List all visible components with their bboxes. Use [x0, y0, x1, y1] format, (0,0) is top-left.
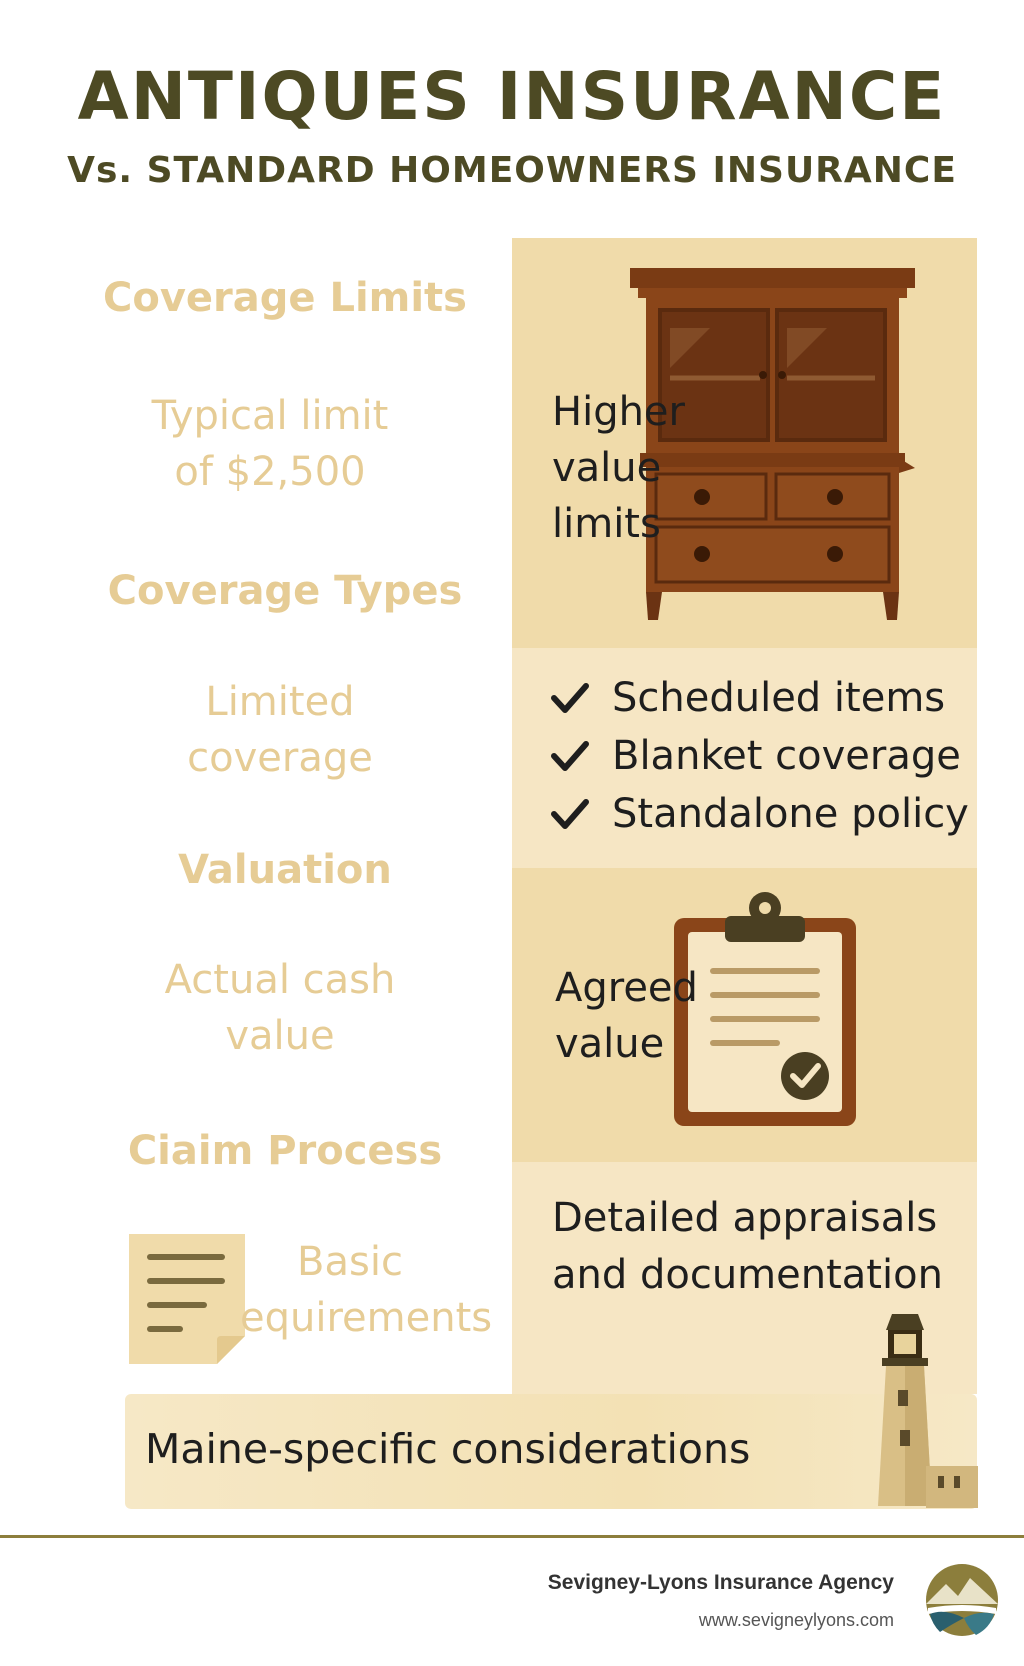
valuation-right-line-1: Agreed: [555, 965, 698, 1011]
cabinet-icon: [630, 268, 915, 620]
coverage-types-line-1: Limited: [205, 679, 355, 725]
check-item-standalone: Standalone policy: [550, 791, 969, 837]
claim-process-line-2: equirements: [240, 1295, 493, 1341]
check-icon: [551, 683, 589, 713]
coverage-limits-line-1: Typical limit: [151, 393, 389, 439]
agency-name: Sevigney-Lyons Insurance Agency: [547, 1571, 894, 1594]
check-label: Blanket coverage: [612, 733, 961, 779]
claim-process-heading: Ciaim Process: [127, 1128, 443, 1174]
limits-line-1: Higher: [552, 389, 685, 435]
check-item-scheduled: Scheduled items: [550, 675, 945, 721]
maine-band: [125, 1394, 977, 1509]
claim-right-line-2: and documentation: [552, 1252, 943, 1298]
mountain-logo-icon: [926, 1564, 998, 1636]
agency-website[interactable]: www.sevigneylyons.com: [698, 1610, 894, 1630]
valuation-value: Actual cash value: [110, 952, 450, 1064]
maine-considerations: Maine-specific considerations: [145, 1425, 751, 1473]
check-label: Scheduled items: [612, 675, 946, 721]
coverage-types-heading: Coverage Types: [107, 568, 463, 614]
valuation-line-1: Actual cash: [164, 957, 396, 1003]
check-icon: [551, 741, 589, 771]
coverage-limits-line-2: of $2,500: [174, 449, 366, 495]
coverage-types-line-2: coverage: [187, 735, 373, 781]
claim-process-value: Basic equirements: [240, 1234, 500, 1346]
coverage-limits-value: Typical limit of $2,500: [100, 388, 440, 500]
types-panel: [512, 648, 977, 868]
check-icon: [551, 799, 589, 829]
valuation-right-line-2: value: [555, 1021, 665, 1067]
footer-divider: [0, 1535, 1024, 1538]
claim-process-line-1: Basic: [297, 1239, 403, 1285]
document-icon: [129, 1234, 245, 1364]
check-item-blanket: Blanket coverage: [550, 733, 961, 779]
claim-right-line-1: Detailed appraisals: [552, 1195, 938, 1241]
check-label: Standalone policy: [612, 791, 969, 837]
coverage-limits-heading: Coverage Limits: [103, 275, 467, 321]
limits-line-2: value: [552, 445, 662, 491]
page-subtitle: Vs. STANDARD HOMEOWNERS INSURANCE: [67, 150, 957, 191]
limits-line-3: limits: [552, 501, 661, 547]
page-title: ANTIQUES INSURANCE: [77, 58, 947, 135]
coverage-types-value: Limited coverage: [110, 674, 450, 786]
clipboard-icon: [674, 892, 856, 1126]
lighthouse-icon: [878, 1314, 978, 1508]
valuation-heading: Valuation: [178, 847, 392, 893]
valuation-line-2: value: [225, 1013, 335, 1059]
